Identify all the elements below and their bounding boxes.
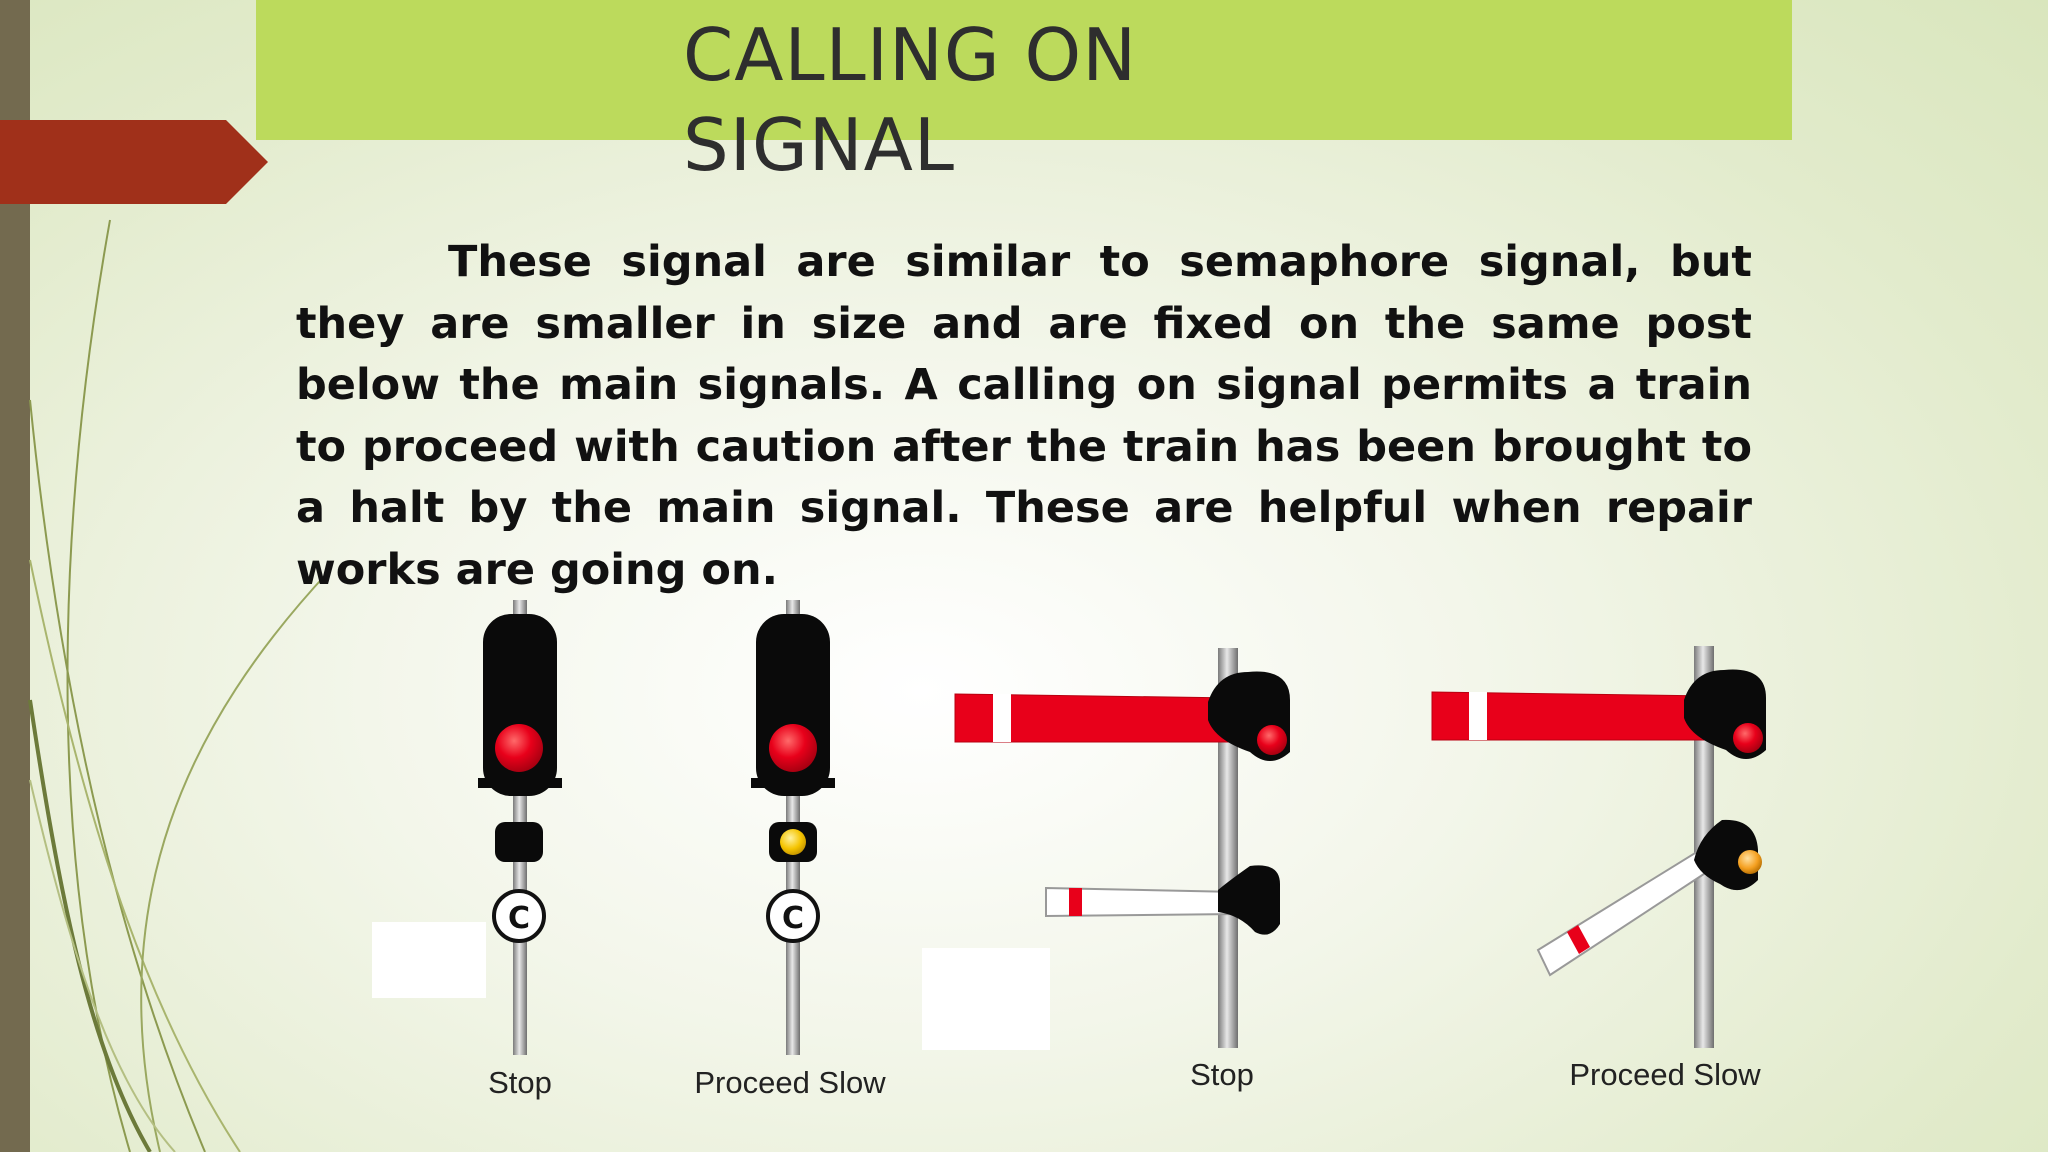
blank-patch: [372, 922, 486, 998]
red-lamp: [1733, 723, 1763, 753]
calling-on-c-plate: [766, 889, 820, 943]
slide-title: CALLING ON SIGNAL: [683, 13, 1138, 187]
red-lamp: [1257, 725, 1287, 755]
blank-patch: [922, 948, 1050, 1050]
semaphore-signal-proceed-slow: [1431, 646, 1766, 1048]
calling-on-c-plate: [492, 889, 546, 943]
signal-label-proceed-slow: Proceed Slow: [694, 1065, 886, 1100]
signal-label-proceed-slow: Proceed Slow: [1569, 1057, 1761, 1092]
calling-on-lamp-orange: [1738, 850, 1762, 874]
semaphore-signal-stop: [954, 648, 1290, 1048]
signal-label-stop: Stop: [488, 1065, 552, 1100]
calling-on-arm: [1536, 848, 1712, 977]
title-band: [256, 0, 1792, 140]
slide-body-text: These signal are similar to semaphore si…: [296, 237, 1752, 595]
c-glyph: C: [782, 901, 804, 936]
red-lamp: [769, 724, 817, 772]
calling-on-lamp-yellow: [780, 829, 806, 855]
calling-on-lamp-off: [495, 822, 543, 862]
c-glyph: C: [508, 901, 530, 936]
red-lamp: [495, 724, 543, 772]
arrow-tab-marker: [0, 120, 268, 204]
color-light-signal-proceed-slow: [751, 600, 835, 1055]
color-light-signal-stop: [478, 600, 562, 1055]
decorative-swoosh-lines: [28, 219, 331, 1152]
signal-label-stop: Stop: [1190, 1057, 1254, 1092]
